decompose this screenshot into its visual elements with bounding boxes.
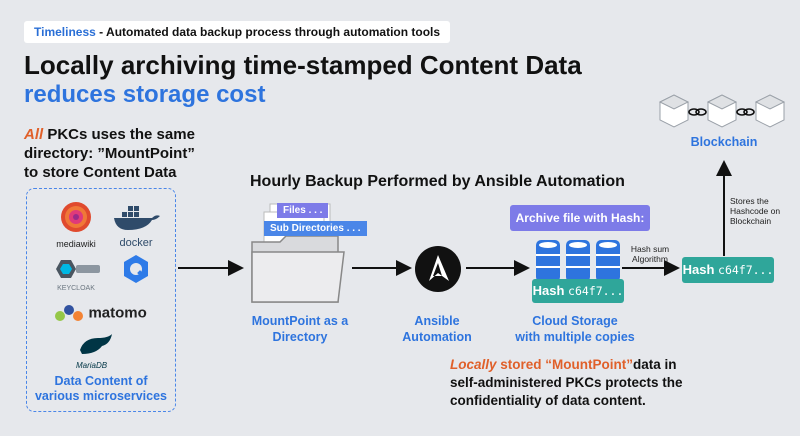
ansible-caption-line1: Ansible — [414, 314, 460, 328]
mountpoint-caption-line2: Directory — [272, 330, 328, 344]
mariadb-logo: MariaDB — [76, 332, 136, 370]
matomo-label: matomo — [88, 304, 147, 322]
page-title: Locally archiving time-stamped Content D… — [24, 50, 582, 80]
subdirectories-tab: Sub Directories . . . — [264, 221, 367, 236]
matomo-icon — [55, 305, 83, 321]
services-panel — [26, 188, 176, 412]
pkc-note-emphasis: All — [24, 126, 44, 143]
services-caption-line2: various microservices — [34, 389, 168, 403]
keycloak-logo: KEYCLOAK — [48, 258, 104, 292]
storage-caption-line2: with multiple copies — [515, 330, 635, 344]
cloud-storage — [534, 236, 624, 291]
final-hash-box: Hash c64f7... — [682, 257, 774, 283]
ansible-logo — [414, 245, 462, 298]
mariadb-icon — [80, 334, 112, 354]
stores-line3: Blockchain — [730, 216, 772, 226]
docker-logo: docker — [110, 204, 162, 249]
pkc-note-text2: directory: ”MountPoint” — [24, 145, 195, 162]
bottom-note: Locally stored “MountPoint”data in self-… — [450, 356, 750, 410]
page-subtitle: reduces storage cost — [24, 81, 266, 108]
bottom-note-emphasis: Locally — [450, 357, 497, 372]
files-tab: Files . . . — [277, 203, 329, 218]
q-service-icon — [124, 255, 148, 283]
database-icon — [536, 240, 620, 282]
bottom-note-quote: stored “MountPoint” — [496, 357, 634, 372]
stores-line1: Stores the — [730, 196, 769, 206]
ansible-icon — [415, 246, 461, 292]
mediawiki-icon — [61, 202, 91, 232]
tag-key: Timeliness — [34, 25, 96, 39]
keycloak-icon — [56, 260, 100, 278]
docker-label: docker — [119, 237, 153, 249]
archive-label: Archive file with Hash: — [510, 205, 650, 231]
pkc-note-text1: PKCs uses the same — [43, 126, 195, 143]
mariadb-label: MariaDB — [76, 361, 108, 370]
final-hash-prefix: Hash — [682, 262, 715, 277]
hash-sum-line1: Hash sum — [630, 244, 670, 254]
storage-caption-line1: Cloud Storage — [532, 314, 618, 328]
services-caption: Data Content of various microservices — [26, 374, 176, 404]
services-caption-line1: Data Content of — [54, 374, 148, 388]
storage-hash-box: Hash c64f7... — [532, 279, 624, 303]
blockchain-icon — [658, 94, 786, 128]
bottom-note-line3: confidentiality of data content. — [450, 393, 646, 408]
storage-hash-prefix: Hash — [532, 283, 565, 298]
hash-sum-label: Hash sum Algorithm — [620, 244, 680, 264]
q-logo — [120, 253, 156, 290]
ansible-caption-line2: Automation — [402, 330, 472, 344]
keycloak-label: KEYCLOAK — [57, 285, 95, 292]
category-tag: Timeliness - Automated data backup proce… — [24, 21, 451, 43]
pkc-note-text3: to store Content Data — [24, 164, 177, 181]
storage-hash-value: c64f7... — [568, 284, 624, 298]
stores-line2: Hashcode on — [730, 206, 781, 216]
final-hash-value: c64f7... — [718, 263, 774, 277]
mountpoint-caption: MountPoint as a Directory — [240, 313, 360, 345]
matomo-logo: matomo — [54, 303, 164, 327]
docker-icon — [114, 206, 160, 230]
blockchain-label: Blockchain — [690, 135, 758, 149]
stores-label: Stores the Hashcode on Blockchain — [730, 196, 794, 226]
ansible-caption: Ansible Automation — [392, 313, 482, 345]
blockchain-graphic — [654, 90, 794, 139]
flow-heading: Hourly Backup Performed by Ansible Autom… — [250, 173, 625, 190]
bottom-note-line2: self-administered PKCs protects the — [450, 375, 683, 390]
mediawiki-logo: mediawiki — [52, 200, 100, 249]
hash-sum-line2: Algorithm — [632, 254, 668, 264]
pkc-note: All PKCs uses the same directory: ”Mount… — [24, 125, 224, 182]
tag-text: - Automated data backup process through … — [95, 25, 441, 39]
mediawiki-label: mediawiki — [56, 239, 96, 249]
storage-caption: Cloud Storage with multiple copies — [500, 313, 650, 345]
mountpoint-caption-line1: MountPoint as a — [251, 314, 349, 328]
bottom-note-line1-rest: data in — [633, 357, 677, 372]
